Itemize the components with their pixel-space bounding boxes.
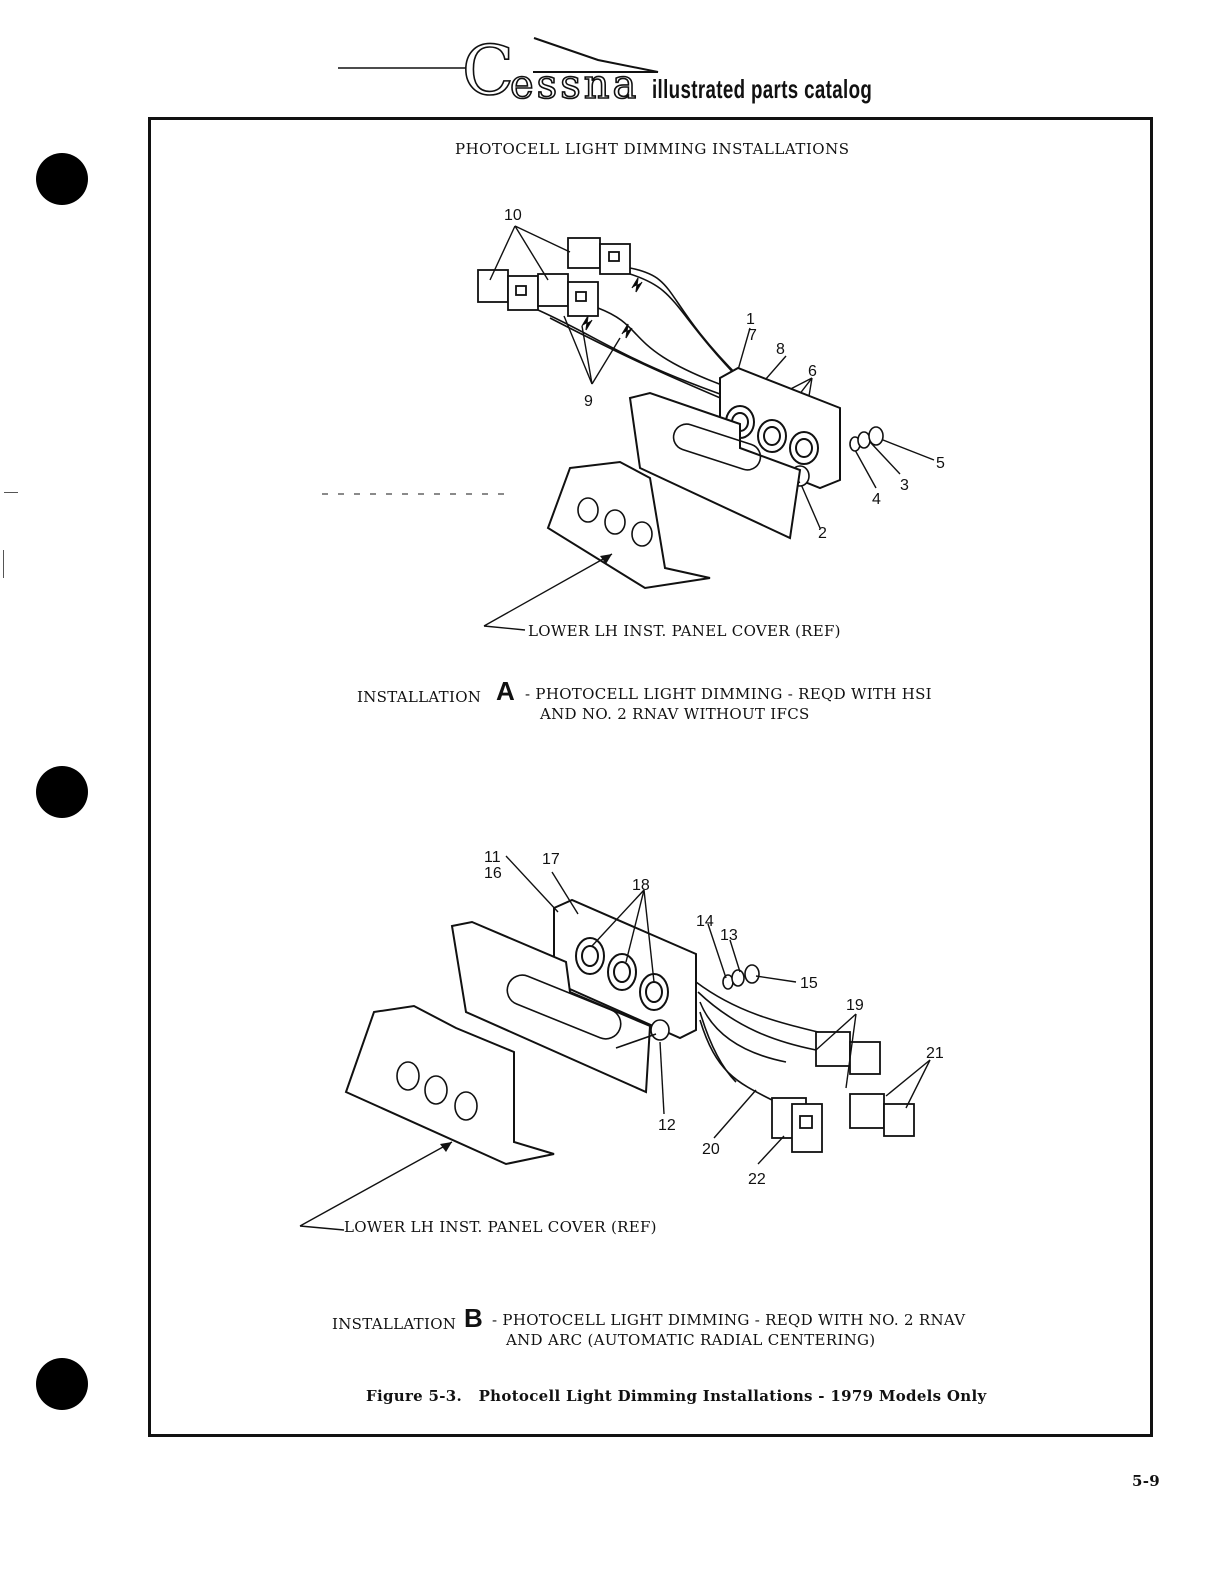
instrument-panel-a <box>628 391 802 540</box>
installation-a-line1: - PHOTOCELL LIGHT DIMMING - REQD WITH HS… <box>525 685 932 703</box>
callout-1: 1 <box>746 311 755 328</box>
panel-slot-a <box>672 423 762 471</box>
callout-22: 22 <box>748 1171 766 1188</box>
connector-21 <box>849 1093 915 1137</box>
callout-12: 12 <box>658 1117 676 1134</box>
callout-3: 3 <box>900 477 909 494</box>
panel-cover-holes-a <box>577 497 653 547</box>
binder-hole-top <box>36 153 88 205</box>
wire-harness <box>537 267 745 401</box>
callout-13: 13 <box>720 927 738 944</box>
callout-11: 11 <box>484 849 501 866</box>
callout-2: 2 <box>818 525 827 542</box>
installation-a-letter: A <box>496 676 515 706</box>
cessna-logo: C <box>338 28 858 112</box>
panel-cover-holes-b <box>396 1061 478 1121</box>
callout-6: 6 <box>808 363 817 380</box>
figure-caption: Figure 5-3. Photocell Light Dimming Inst… <box>366 1387 987 1405</box>
connector-10-b <box>477 269 539 311</box>
page-number: 5-9 <box>1132 1472 1160 1490</box>
installation-a-diagram: 10 9 1 7 8 6 5 3 4 2 <box>322 207 945 631</box>
callout-10: 10 <box>504 207 522 224</box>
callout-16: 16 <box>484 865 502 882</box>
installation-b-letter: B <box>464 1303 483 1333</box>
callout-7: 7 <box>748 327 757 344</box>
panel-cover-a <box>546 460 711 590</box>
callout-5: 5 <box>936 455 945 472</box>
figure-frame <box>148 117 1153 1437</box>
panel-cover-b <box>344 1004 555 1166</box>
callout-20: 20 <box>702 1141 720 1158</box>
callout-9: 9 <box>584 393 593 410</box>
connector-10-c <box>537 273 599 317</box>
leaders-a <box>489 225 935 529</box>
callout-4: 4 <box>872 491 881 508</box>
callout-21: 21 <box>926 1045 944 1062</box>
binder-hole-middle <box>36 766 88 818</box>
figure-title: PHOTOCELL LIGHT DIMMING INSTALLATIONS <box>455 140 850 158</box>
photocell-bracket-b <box>553 898 697 1040</box>
edge-mark <box>4 492 18 493</box>
callout-8: 8 <box>776 341 785 358</box>
panel-cover-ref-b: LOWER LH INST. PANEL COVER (REF) <box>344 1218 657 1236</box>
installation-b-diagram: 11 16 17 18 14 13 15 19 21 12 20 22 <box>299 849 944 1231</box>
leaders-b <box>505 855 931 1165</box>
hardware-b <box>615 964 760 1049</box>
installation-a-prefix: INSTALLATION <box>357 688 482 706</box>
binder-hole-bottom <box>36 1358 88 1410</box>
callout-14: 14 <box>696 913 714 930</box>
callout-18: 18 <box>632 877 650 894</box>
wire-breaks <box>581 277 643 339</box>
catalog-label: illustrated parts catalog <box>652 74 873 104</box>
logo-graphic: C <box>338 31 659 112</box>
connector-22 <box>771 1097 823 1153</box>
installation-b-line1: - PHOTOCELL LIGHT DIMMING - REQD WITH NO… <box>492 1311 966 1329</box>
edge-mark <box>3 550 4 578</box>
brand-initial: C <box>462 32 514 108</box>
panel-slot-b <box>506 974 622 1040</box>
brand-wordmark: essna <box>509 61 640 109</box>
callout-15: 15 <box>800 975 818 992</box>
installation-a-line2: AND NO. 2 RNAV WITHOUT IFCS <box>540 705 810 723</box>
panel-cover-ref-a: LOWER LH INST. PANEL COVER (REF) <box>528 622 841 640</box>
connector-10-a <box>567 237 631 275</box>
connector-19 <box>815 1031 881 1075</box>
wire-harness-b <box>695 981 827 1101</box>
callout-17: 17 <box>542 851 560 868</box>
installation-b-line2: AND ARC (AUTOMATIC RADIAL CENTERING) <box>506 1331 876 1349</box>
installation-b-prefix: INSTALLATION <box>332 1315 457 1333</box>
callout-19: 19 <box>846 997 864 1014</box>
